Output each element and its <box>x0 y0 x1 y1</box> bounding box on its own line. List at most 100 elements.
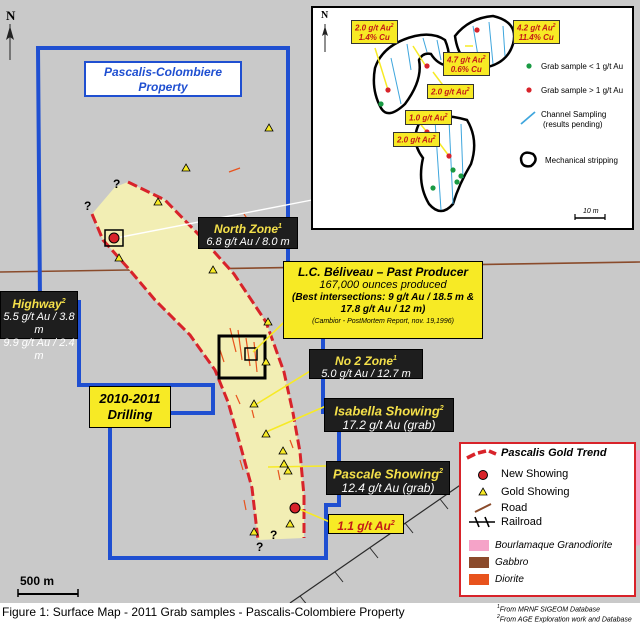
legend-railroad-symbol <box>469 516 495 528</box>
drilling-label: 2010-2011 Drilling <box>89 386 171 428</box>
inset-north-arrow <box>322 24 328 52</box>
north-zone-label: North Zone1 6.8 g/t Au / 8.0 m <box>198 217 298 249</box>
inset-legend-grab-high: Grab sample > 1 g/t Au <box>541 86 624 95</box>
legend-symbols <box>466 449 497 585</box>
figure-caption: Figure 1: Surface Map - 2011 Grab sample… <box>2 605 405 619</box>
inset-scale-label: 10 m <box>583 208 599 215</box>
drilling-area <box>217 334 267 380</box>
no2-zone-label: No 2 Zone1 5.0 g/t Au / 12.7 m <box>309 349 423 380</box>
legend: Pascalis Gold Trend New Showing Gold Sho… <box>459 442 636 597</box>
no2-zone-name: No 2 Zone <box>335 354 394 368</box>
isabella-label: Isabella Showing2 17.2 g/t Au (grab) <box>324 398 454 432</box>
inset-tag-5-line1: 1.0 g/t Au <box>409 113 445 123</box>
legend-new-showing-label: New Showing <box>501 468 569 480</box>
inset-tag-6-sup: 2 <box>432 135 436 141</box>
footnote-2-text: From AGE Exploration work and Database <box>499 616 632 624</box>
railroad <box>289 469 483 603</box>
north-arrow <box>6 24 14 60</box>
question-mark: ? <box>84 199 92 213</box>
gold-trend-left <box>90 213 260 541</box>
inset-tag-2-line1: 4.2 g/t Au <box>517 23 553 33</box>
pascale-value: 12.4 g/t Au (grab) <box>341 481 435 496</box>
grab-sample-label: 1.1 g/t Au2 <box>328 514 404 534</box>
footnote-1-text: From MRNF SIGEOM Database <box>499 606 601 614</box>
legend-gabbro-label: Gabbro <box>495 557 529 568</box>
inset-tag-1-sup: 2 <box>390 23 394 29</box>
legend-diorite-swatch <box>469 574 489 585</box>
isabella-sup: 2 <box>439 405 444 412</box>
inset-tag-4: 2.0 g/t Au2 <box>427 84 474 99</box>
inset-scale-bar <box>574 214 606 220</box>
beliveau-line1: (Best intersections: 9 g/t Au / 18.5 m & <box>292 292 474 303</box>
inset-tag-6-line1: 2.0 g/t Au <box>397 135 433 145</box>
grab-sample-value: 1.1 g/t Au <box>337 519 391 533</box>
inset-tag-4-sup: 2 <box>466 87 470 93</box>
inset-tag-4-line1: 2.0 g/t Au <box>431 87 467 97</box>
property-title: Pascalis-Colombiere Property <box>84 61 242 97</box>
drilling-line1: 2010-2011 <box>99 391 161 406</box>
inset-tag-5-sup: 2 <box>444 113 448 119</box>
inset-legend-stripping: Mechanical stripping <box>545 156 618 165</box>
highway-label: Highway2 5.5 g/t Au / 3.8 m 9.9 g/t Au /… <box>0 291 78 362</box>
inset-graphic <box>322 14 606 220</box>
north-zone-value: 6.8 g/t Au / 8.0 m <box>206 236 290 248</box>
property-title-line1: Pascalis-Colombiere <box>103 65 223 79</box>
grab-sample-sup: 2 <box>390 520 395 527</box>
inset-tag-2-line2: 11.4% Cu <box>518 32 554 42</box>
highway-name: Highway <box>12 297 62 311</box>
inset-tag-3-line2: 0.6% Cu <box>450 64 482 74</box>
new-showing-south <box>289 502 301 514</box>
inset-tag-5: 1.0 g/t Au2 <box>405 110 452 125</box>
inset-tag-1-line1: 2.0 g/t Au <box>355 23 391 33</box>
scale-bar-graphic <box>17 589 79 597</box>
inset-tag-3-line1: 4.7 g/t Au <box>447 55 483 65</box>
beliveau-production: 167,000 ounces produced <box>319 279 447 291</box>
inset-legend-grab-low: Grab sample < 1 g/t Au <box>541 62 624 71</box>
inset-tag-2-sup: 2 <box>552 23 556 29</box>
legend-granodiorite-label: Bourlamaque Granodiorite <box>495 540 613 551</box>
legend-diorite-label: Diorite <box>495 574 524 585</box>
legend-new-showing-symbol <box>478 470 488 480</box>
pascale-name: Pascale Showing <box>332 466 440 482</box>
highway-line2: 9.9 g/t Au / 2.4 m <box>3 337 75 362</box>
inset-north-label: N <box>321 10 329 21</box>
inset-legend-channel-note: (results pending) <box>543 120 603 129</box>
inset-tag-3-sup: 2 <box>482 55 486 61</box>
legend-railroad-label: Railroad <box>501 516 542 528</box>
legend-gold-showing-symbol <box>478 487 488 496</box>
highway-line1: 5.5 g/t Au / 3.8 m <box>3 311 75 336</box>
gold-trend-zone <box>92 182 304 540</box>
pascale-label: Pascale Showing2 12.4 g/t Au (grab) <box>326 461 450 495</box>
highway-sup: 2 <box>61 298 66 305</box>
inset-tag-2: 4.2 g/t Au2 11.4% Cu <box>513 20 560 44</box>
drilling-line2: Drilling <box>107 407 153 422</box>
footnote-2: 2From AGE Exploration work and Database <box>497 614 632 623</box>
gold-showings <box>114 123 295 536</box>
inset-tag-1: 2.0 g/t Au2 1.4% Cu <box>351 20 398 44</box>
legend-road-label: Road <box>501 502 528 514</box>
north-zone-name: North Zone <box>214 222 279 236</box>
pascale-sup: 2 <box>439 468 444 475</box>
inset-tag-1-line2: 1.4% Cu <box>358 32 390 42</box>
map-area: ? ? ? ? N Pascalis-Colombiere Property N… <box>0 0 640 603</box>
no2-zone-sup: 1 <box>393 355 397 362</box>
property-title-line2: Property <box>138 80 188 94</box>
inset-legend-channel: Channel Sampling <box>541 110 607 119</box>
isabella-value: 17.2 g/t Au (grab) <box>342 418 436 433</box>
legend-trend-symbol <box>466 449 497 460</box>
question-mark: ? <box>113 177 121 191</box>
gold-trend-right <box>127 180 306 538</box>
beliveau-source: (Cambior - PostMortem Report, nov. 19,19… <box>312 318 454 325</box>
inset-legend-symbols <box>519 63 537 168</box>
beliveau-line2: 17.8 g/t Au / 12 m) <box>340 304 426 315</box>
no2-zone-value: 5.0 g/t Au / 12.7 m <box>321 368 411 380</box>
isabella-name: Isabella Showing <box>334 403 440 419</box>
beliveau-label: L.C. Béliveau – Past Producer 167,000 ou… <box>283 261 483 339</box>
inset-tag-3: 4.7 g/t Au2 0.6% Cu <box>443 52 490 76</box>
inset-map: N 10 m 2.0 g/t Au2 1.4% Cu 4.2 g/t Au2 1… <box>311 6 634 230</box>
footnote-1: 1From MRNF SIGEOM Database <box>497 604 600 613</box>
beliveau-title: L.C. Béliveau – Past Producer <box>297 265 469 279</box>
north-zone-sup: 1 <box>278 223 282 230</box>
legend-trend-label: Pascalis Gold Trend <box>501 447 607 459</box>
new-showing-highway <box>104 229 124 247</box>
